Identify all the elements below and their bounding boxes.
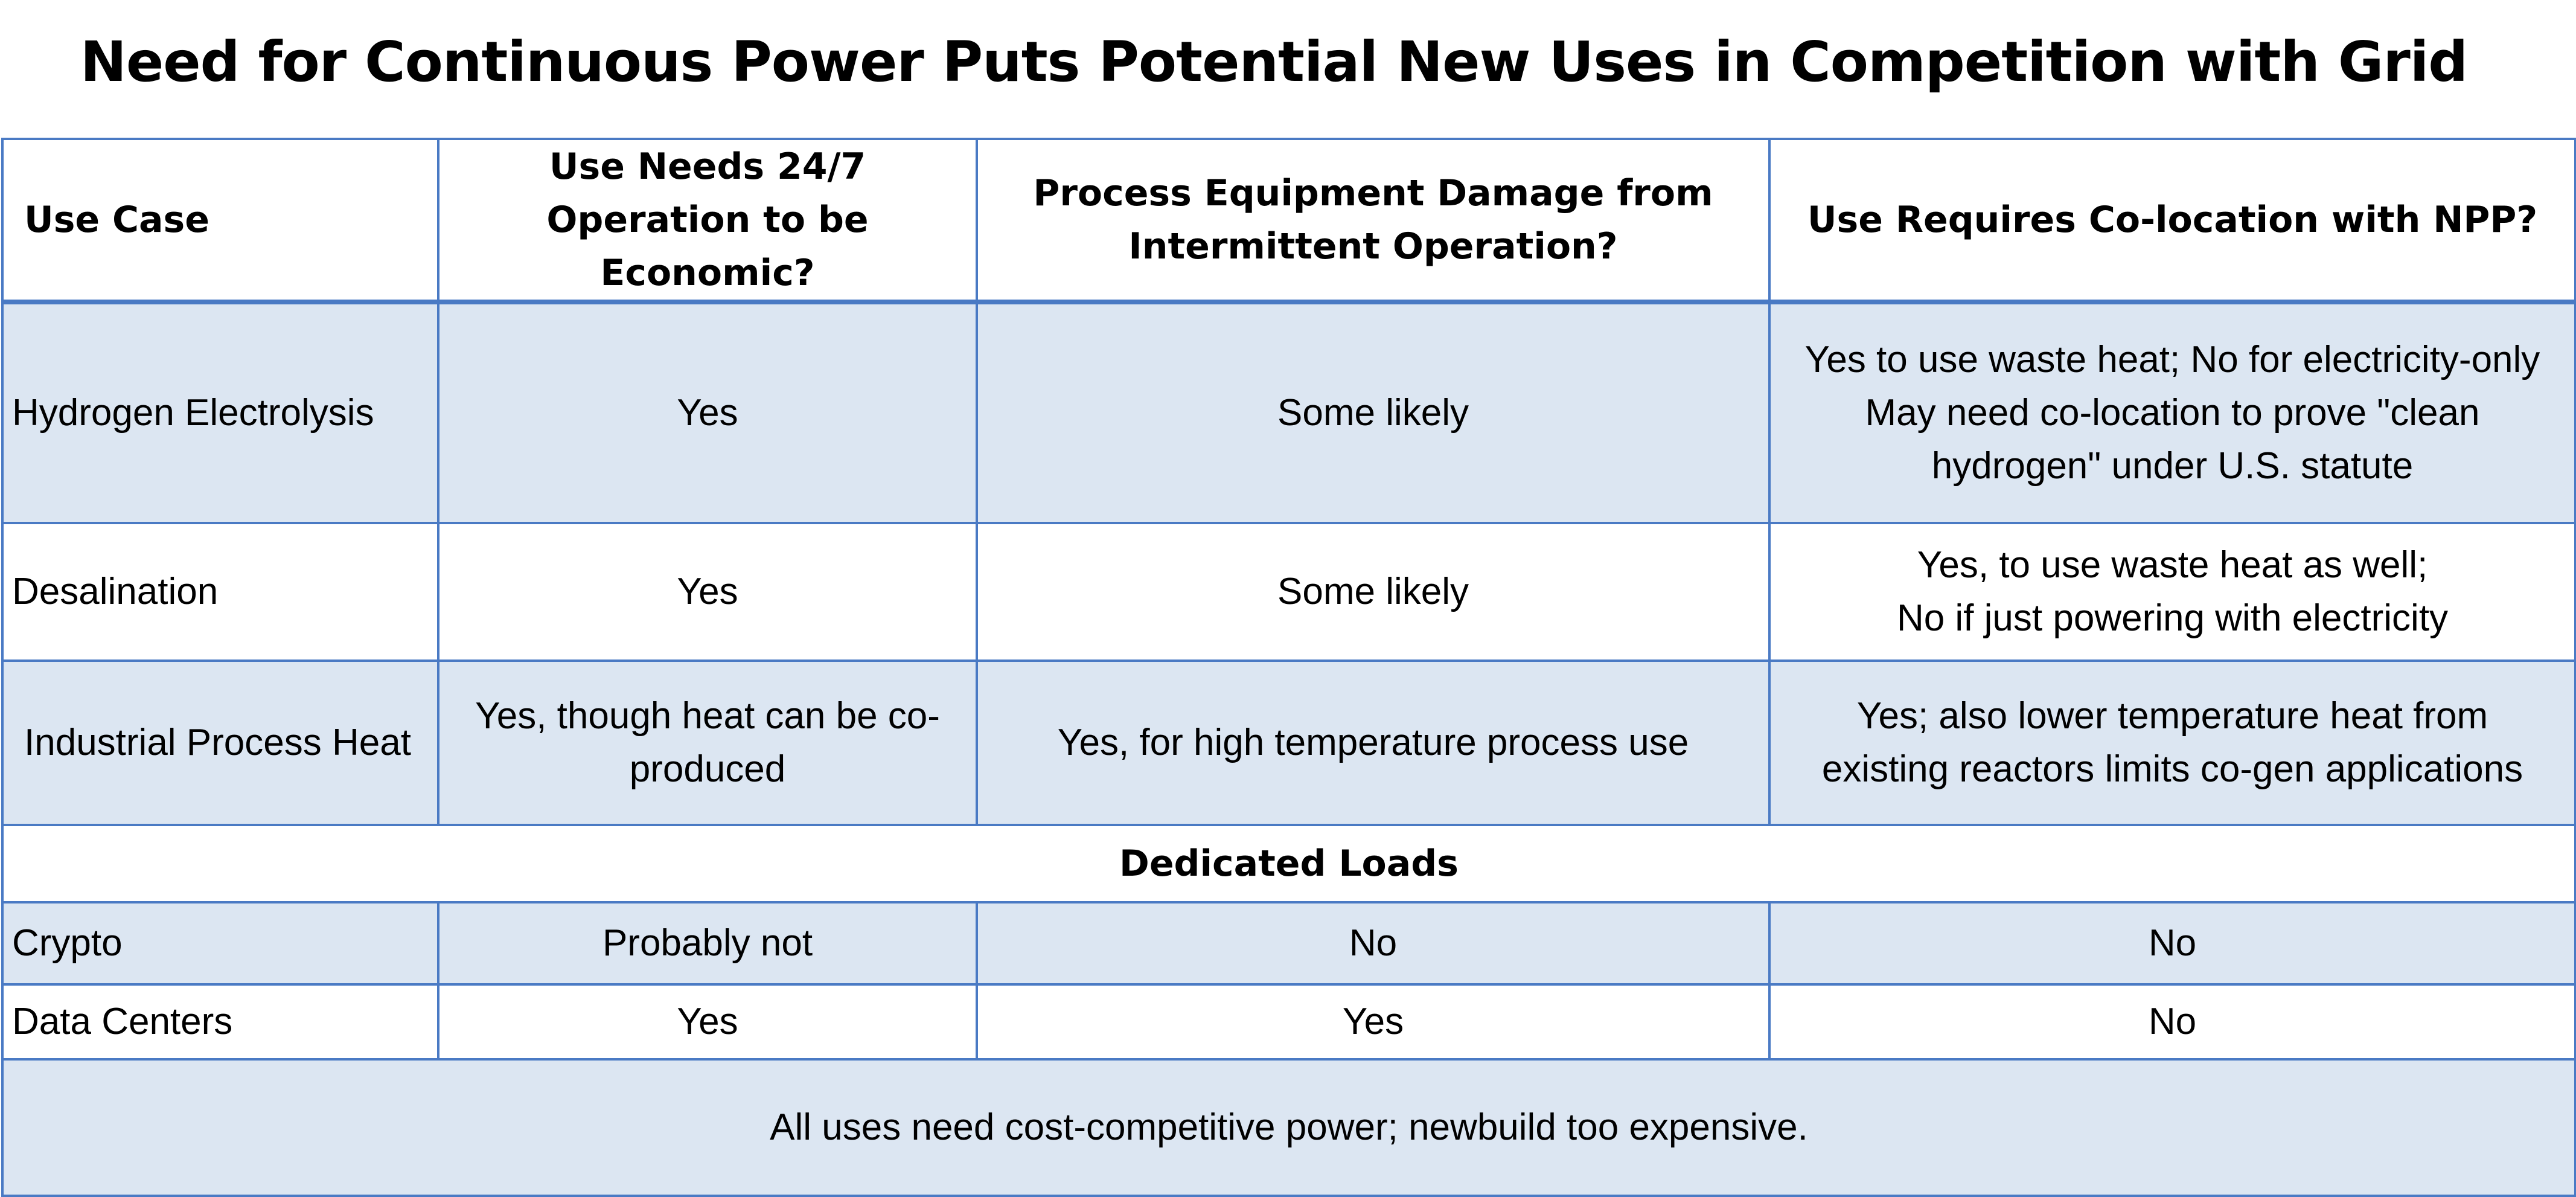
table-row: Data Centers Yes Yes No bbox=[1, 983, 2576, 1061]
table-header-row: Use Case Use Needs 24/7 Operation to be … bbox=[1, 138, 2576, 304]
co-location-cell: No bbox=[1768, 983, 2576, 1061]
needs-24-7-text: Yes, though heat can be co-produced bbox=[475, 695, 940, 790]
co-location-line: Yes, to use waste heat as well; bbox=[1917, 544, 2428, 586]
page-title: Need for Continuous Power Puts Potential… bbox=[80, 30, 2468, 94]
co-location-line: No if just powering with electricity bbox=[1896, 597, 2449, 639]
co-location-cell: Yes to use waste heat; No for electricit… bbox=[1768, 301, 2576, 524]
use-case-cell: Data Centers bbox=[1, 983, 439, 1061]
needs-24-7-cell: Yes bbox=[437, 522, 978, 662]
equipment-damage-cell: Some likely bbox=[976, 522, 1771, 662]
co-location-cell: Yes, to use waste heat as well; No if ju… bbox=[1768, 522, 2576, 662]
header-use-case: Use Case bbox=[1, 138, 439, 304]
use-case-table: Use Case Use Needs 24/7 Operation to be … bbox=[1, 138, 2576, 1197]
table-row: Desalination Yes Some likely Yes, to use… bbox=[1, 522, 2576, 662]
table-row: Industrial Process Heat Yes, though heat… bbox=[1, 659, 2576, 826]
co-location-line: Yes; also lower temperature heat from bbox=[1856, 695, 2488, 737]
equipment-damage-cell: Some likely bbox=[976, 301, 1771, 524]
equipment-damage-cell: Yes bbox=[976, 983, 1771, 1061]
needs-24-7-cell: Yes bbox=[437, 301, 978, 524]
table-row: Crypto Probably not No No bbox=[1, 901, 2576, 986]
co-location-line: Yes to use waste heat; No for electricit… bbox=[1804, 339, 2540, 380]
header-co-location: Use Requires Co-location with NPP? bbox=[1768, 138, 2576, 304]
header-equipment-damage: Process Equipment Damage from Intermitte… bbox=[976, 138, 1771, 304]
co-location-cell: Yes; also lower temperature heat from ex… bbox=[1768, 659, 2576, 826]
use-case-cell: Hydrogen Electrolysis bbox=[1, 301, 439, 524]
footer-note: All uses need cost-competitive power; ne… bbox=[1, 1058, 2576, 1197]
co-location-line: existing reactors limits co-gen applicat… bbox=[1821, 748, 2523, 790]
footer-row: All uses need cost-competitive power; ne… bbox=[1, 1058, 2576, 1197]
needs-24-7-cell: Probably not bbox=[437, 901, 978, 986]
needs-24-7-cell: Yes, though heat can be co-produced bbox=[437, 659, 978, 826]
use-case-cell: Industrial Process Heat bbox=[1, 659, 439, 826]
equipment-damage-cell: Yes, for high temperature process use bbox=[976, 659, 1771, 826]
section-header-row: Dedicated Loads bbox=[1, 824, 2576, 903]
co-location-cell: No bbox=[1768, 901, 2576, 986]
co-location-line: May need co-location to prove "clean bbox=[1865, 392, 2480, 434]
use-case-label: Industrial Process Heat bbox=[24, 722, 411, 763]
header-needs-24-7: Use Needs 24/7 Operation to be Economic? bbox=[437, 138, 978, 304]
needs-24-7-cell: Yes bbox=[437, 983, 978, 1061]
table-row: Hydrogen Electrolysis Yes Some likely Ye… bbox=[1, 301, 2576, 524]
equipment-damage-cell: No bbox=[976, 901, 1771, 986]
use-case-cell: Crypto bbox=[1, 901, 439, 986]
use-case-cell: Desalination bbox=[1, 522, 439, 662]
co-location-line: hydrogen" under U.S. statute bbox=[1931, 445, 2414, 487]
section-label: Dedicated Loads bbox=[1, 824, 2576, 903]
